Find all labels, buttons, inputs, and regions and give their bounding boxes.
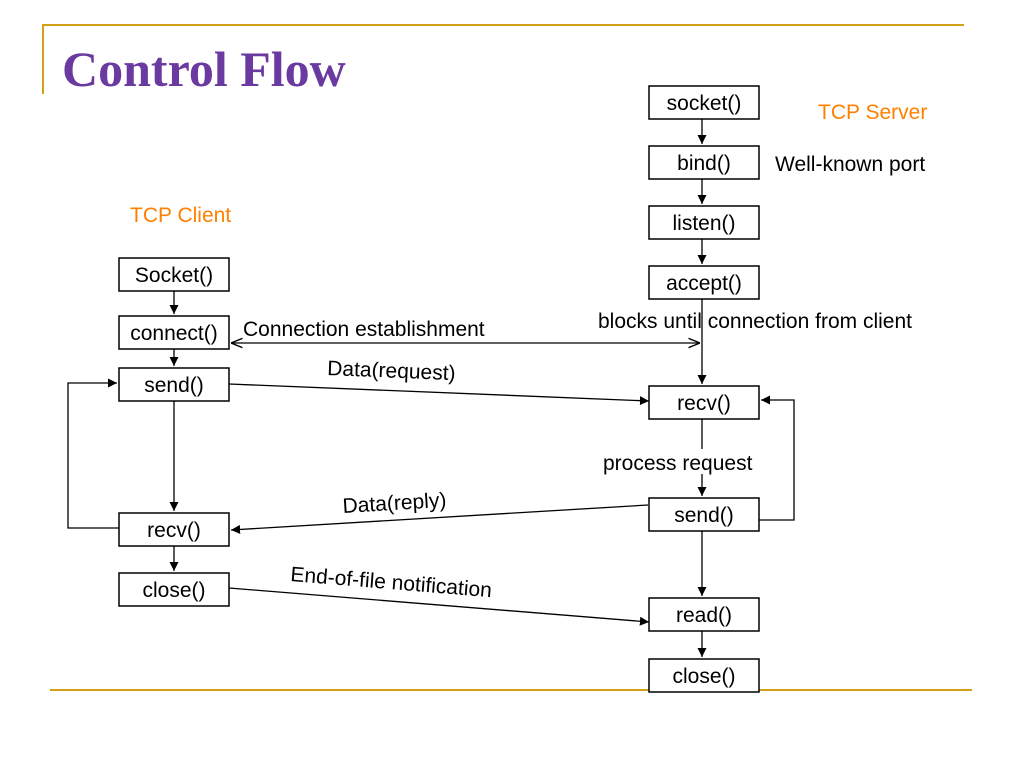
- left-rule: [42, 24, 44, 94]
- eof-notification-label: End-of-file notification: [290, 563, 493, 602]
- connection-establishment-label: Connection establishment: [243, 318, 485, 341]
- tcp-server-label: TCP Server: [818, 101, 927, 124]
- process-request-label: process request: [603, 452, 753, 475]
- data-request-label: Data(request): [327, 357, 456, 385]
- client-close-text: close(): [142, 579, 205, 602]
- client-loop-arrow: [67, 378, 119, 529]
- client-connect-box: connect(): [118, 315, 230, 350]
- data-request-arrow: [228, 383, 650, 406]
- well-known-port-label: Well-known port: [775, 153, 925, 176]
- server-socket-text: socket(): [667, 92, 742, 115]
- slide-title: Control Flow: [62, 41, 346, 97]
- server-close-text: close(): [672, 665, 735, 688]
- server-send-box: send(): [648, 497, 760, 532]
- server-bind-box: bind(): [648, 145, 760, 180]
- server-recv-box: recv(): [648, 385, 760, 420]
- eof-arrow: [228, 587, 650, 626]
- client-connect-text: connect(): [130, 322, 218, 345]
- data-reply-label: Data(reply): [342, 489, 447, 518]
- server-bind-text: bind(): [677, 152, 731, 175]
- server-listen-text: listen(): [672, 212, 735, 235]
- bottom-rule: [50, 689, 972, 691]
- server-socket-box: socket(): [648, 85, 760, 120]
- client-send-text: send(): [144, 374, 204, 397]
- server-listen-box: listen(): [648, 205, 760, 240]
- top-rule: [42, 24, 964, 26]
- server-accept-text: accept(): [666, 272, 742, 295]
- client-recv-box: recv(): [118, 512, 230, 547]
- blocks-until-label: blocks until connection from client: [598, 310, 912, 333]
- client-socket-box: Socket(): [118, 257, 230, 292]
- server-recv-text: recv(): [677, 392, 731, 415]
- client-send-box: send(): [118, 367, 230, 402]
- client-close-box: close(): [118, 572, 230, 607]
- server-read-box: read(): [648, 597, 760, 632]
- server-read-text: read(): [676, 604, 732, 627]
- server-close-box: close(): [648, 658, 760, 693]
- client-socket-text: Socket(): [135, 264, 213, 287]
- server-loop-arrow: [759, 395, 795, 521]
- server-accept-box: accept(): [648, 265, 760, 300]
- server-send-text: send(): [674, 504, 734, 527]
- client-recv-text: recv(): [147, 519, 201, 542]
- data-reply-arrow: [230, 504, 649, 534]
- tcp-client-label: TCP Client: [130, 204, 231, 227]
